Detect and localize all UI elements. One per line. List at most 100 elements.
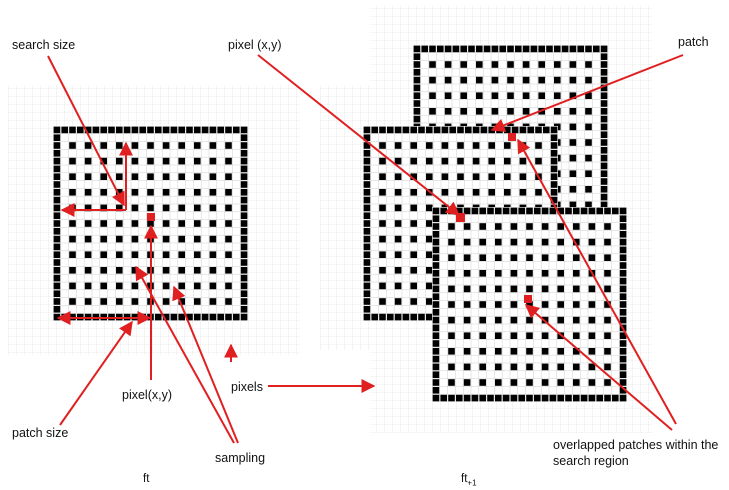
patch-cell bbox=[413, 76, 421, 84]
patch-cell bbox=[463, 207, 471, 215]
patch-cell bbox=[487, 394, 494, 402]
patch-cell bbox=[530, 45, 538, 53]
patch-cell bbox=[186, 126, 193, 134]
patch-cell bbox=[147, 157, 154, 165]
patch-cell bbox=[502, 394, 510, 402]
patch-cell bbox=[541, 238, 549, 246]
patch-cell bbox=[550, 142, 558, 149]
patch-cell bbox=[225, 126, 232, 134]
patch-cell bbox=[162, 282, 170, 290]
patch-cell bbox=[604, 254, 611, 261]
patch-cell bbox=[432, 277, 440, 285]
patch-cell bbox=[479, 301, 486, 308]
patch-cell bbox=[619, 371, 627, 378]
patch-cell bbox=[108, 126, 115, 134]
patch-cell bbox=[209, 251, 217, 258]
patch-cell bbox=[541, 363, 549, 371]
patch-cell bbox=[604, 332, 611, 339]
patch-cell bbox=[139, 126, 146, 134]
patch-cell bbox=[394, 126, 402, 134]
patch-cell bbox=[440, 394, 447, 402]
patch-cell bbox=[588, 223, 596, 230]
patch-cell bbox=[619, 277, 627, 285]
patch-cell bbox=[460, 76, 467, 84]
patch-cell bbox=[402, 126, 410, 134]
overlapped-arrow-top bbox=[517, 138, 677, 425]
patch-cell bbox=[510, 316, 518, 324]
patch-cell bbox=[444, 76, 452, 84]
patch-cell bbox=[363, 204, 371, 212]
patch-cell bbox=[557, 348, 564, 355]
patch-cell bbox=[413, 115, 421, 123]
patch-cell bbox=[363, 251, 371, 258]
patch-cell bbox=[550, 126, 558, 134]
patch-cell bbox=[432, 215, 440, 222]
patch-cell bbox=[363, 298, 371, 305]
patch-cell bbox=[155, 126, 162, 134]
patch-cell bbox=[491, 61, 499, 68]
patch-cell bbox=[178, 126, 185, 134]
patch-cell bbox=[522, 45, 530, 53]
patch-cell bbox=[178, 313, 185, 321]
patch-cell bbox=[463, 254, 471, 261]
patch-cell bbox=[363, 259, 371, 266]
patch-cell bbox=[488, 157, 495, 165]
patch-cell bbox=[240, 181, 248, 188]
patch-cell bbox=[573, 207, 580, 215]
patch-cell bbox=[100, 267, 107, 274]
patch-cell bbox=[379, 220, 386, 227]
patch-cell bbox=[379, 267, 386, 274]
patch-cell bbox=[240, 126, 248, 134]
patch-cell bbox=[600, 154, 608, 162]
patch-cell bbox=[209, 204, 217, 212]
patch-cell bbox=[426, 298, 433, 305]
patch-cell bbox=[61, 126, 68, 134]
patch-cell bbox=[240, 306, 248, 313]
patch-cell bbox=[217, 126, 224, 134]
patch-cell bbox=[573, 316, 580, 324]
patch-cell bbox=[452, 45, 460, 53]
patch-cell bbox=[394, 173, 402, 180]
patch-cell bbox=[448, 254, 455, 261]
patch-cell bbox=[535, 142, 542, 149]
patch-cell bbox=[363, 313, 371, 321]
patch-cell bbox=[519, 157, 527, 165]
patch-cell bbox=[479, 238, 486, 246]
patch-cell bbox=[549, 207, 557, 215]
patch-cell bbox=[457, 173, 464, 180]
patch-cell bbox=[463, 270, 471, 277]
patch-cell bbox=[84, 189, 92, 196]
patch-cell bbox=[432, 285, 440, 293]
patch-cell bbox=[504, 157, 511, 165]
patch-cell bbox=[379, 251, 386, 258]
patch-cell bbox=[194, 173, 201, 180]
patch-cell bbox=[472, 126, 480, 134]
patch-cell bbox=[479, 223, 486, 230]
patch-cell bbox=[604, 394, 611, 402]
patch-cell bbox=[471, 207, 479, 215]
patch-cell bbox=[441, 126, 449, 134]
patch-cell bbox=[162, 204, 170, 212]
patch-cell bbox=[476, 76, 483, 84]
patch-cell bbox=[432, 348, 440, 355]
patch-cell bbox=[588, 254, 596, 261]
patch-cell bbox=[541, 223, 549, 230]
overlapped-arrow-bottom bbox=[524, 304, 673, 431]
patch-cell bbox=[549, 394, 557, 402]
patch-cell bbox=[410, 282, 417, 290]
patch-cell bbox=[53, 306, 61, 313]
patch-cell bbox=[432, 309, 440, 316]
patch-cell bbox=[363, 220, 371, 227]
patch-cell bbox=[131, 235, 139, 243]
patch-cell bbox=[240, 298, 248, 305]
patch-cell bbox=[444, 45, 452, 53]
patch-cell bbox=[162, 267, 170, 274]
patch-cell bbox=[84, 267, 92, 274]
patch-cell bbox=[596, 207, 603, 215]
patch-cell bbox=[573, 301, 580, 308]
patch-cell bbox=[550, 165, 558, 173]
patch-cell bbox=[69, 189, 76, 196]
patch-cell bbox=[123, 126, 131, 134]
patch-cell bbox=[53, 157, 61, 165]
patch-cell bbox=[448, 363, 455, 371]
